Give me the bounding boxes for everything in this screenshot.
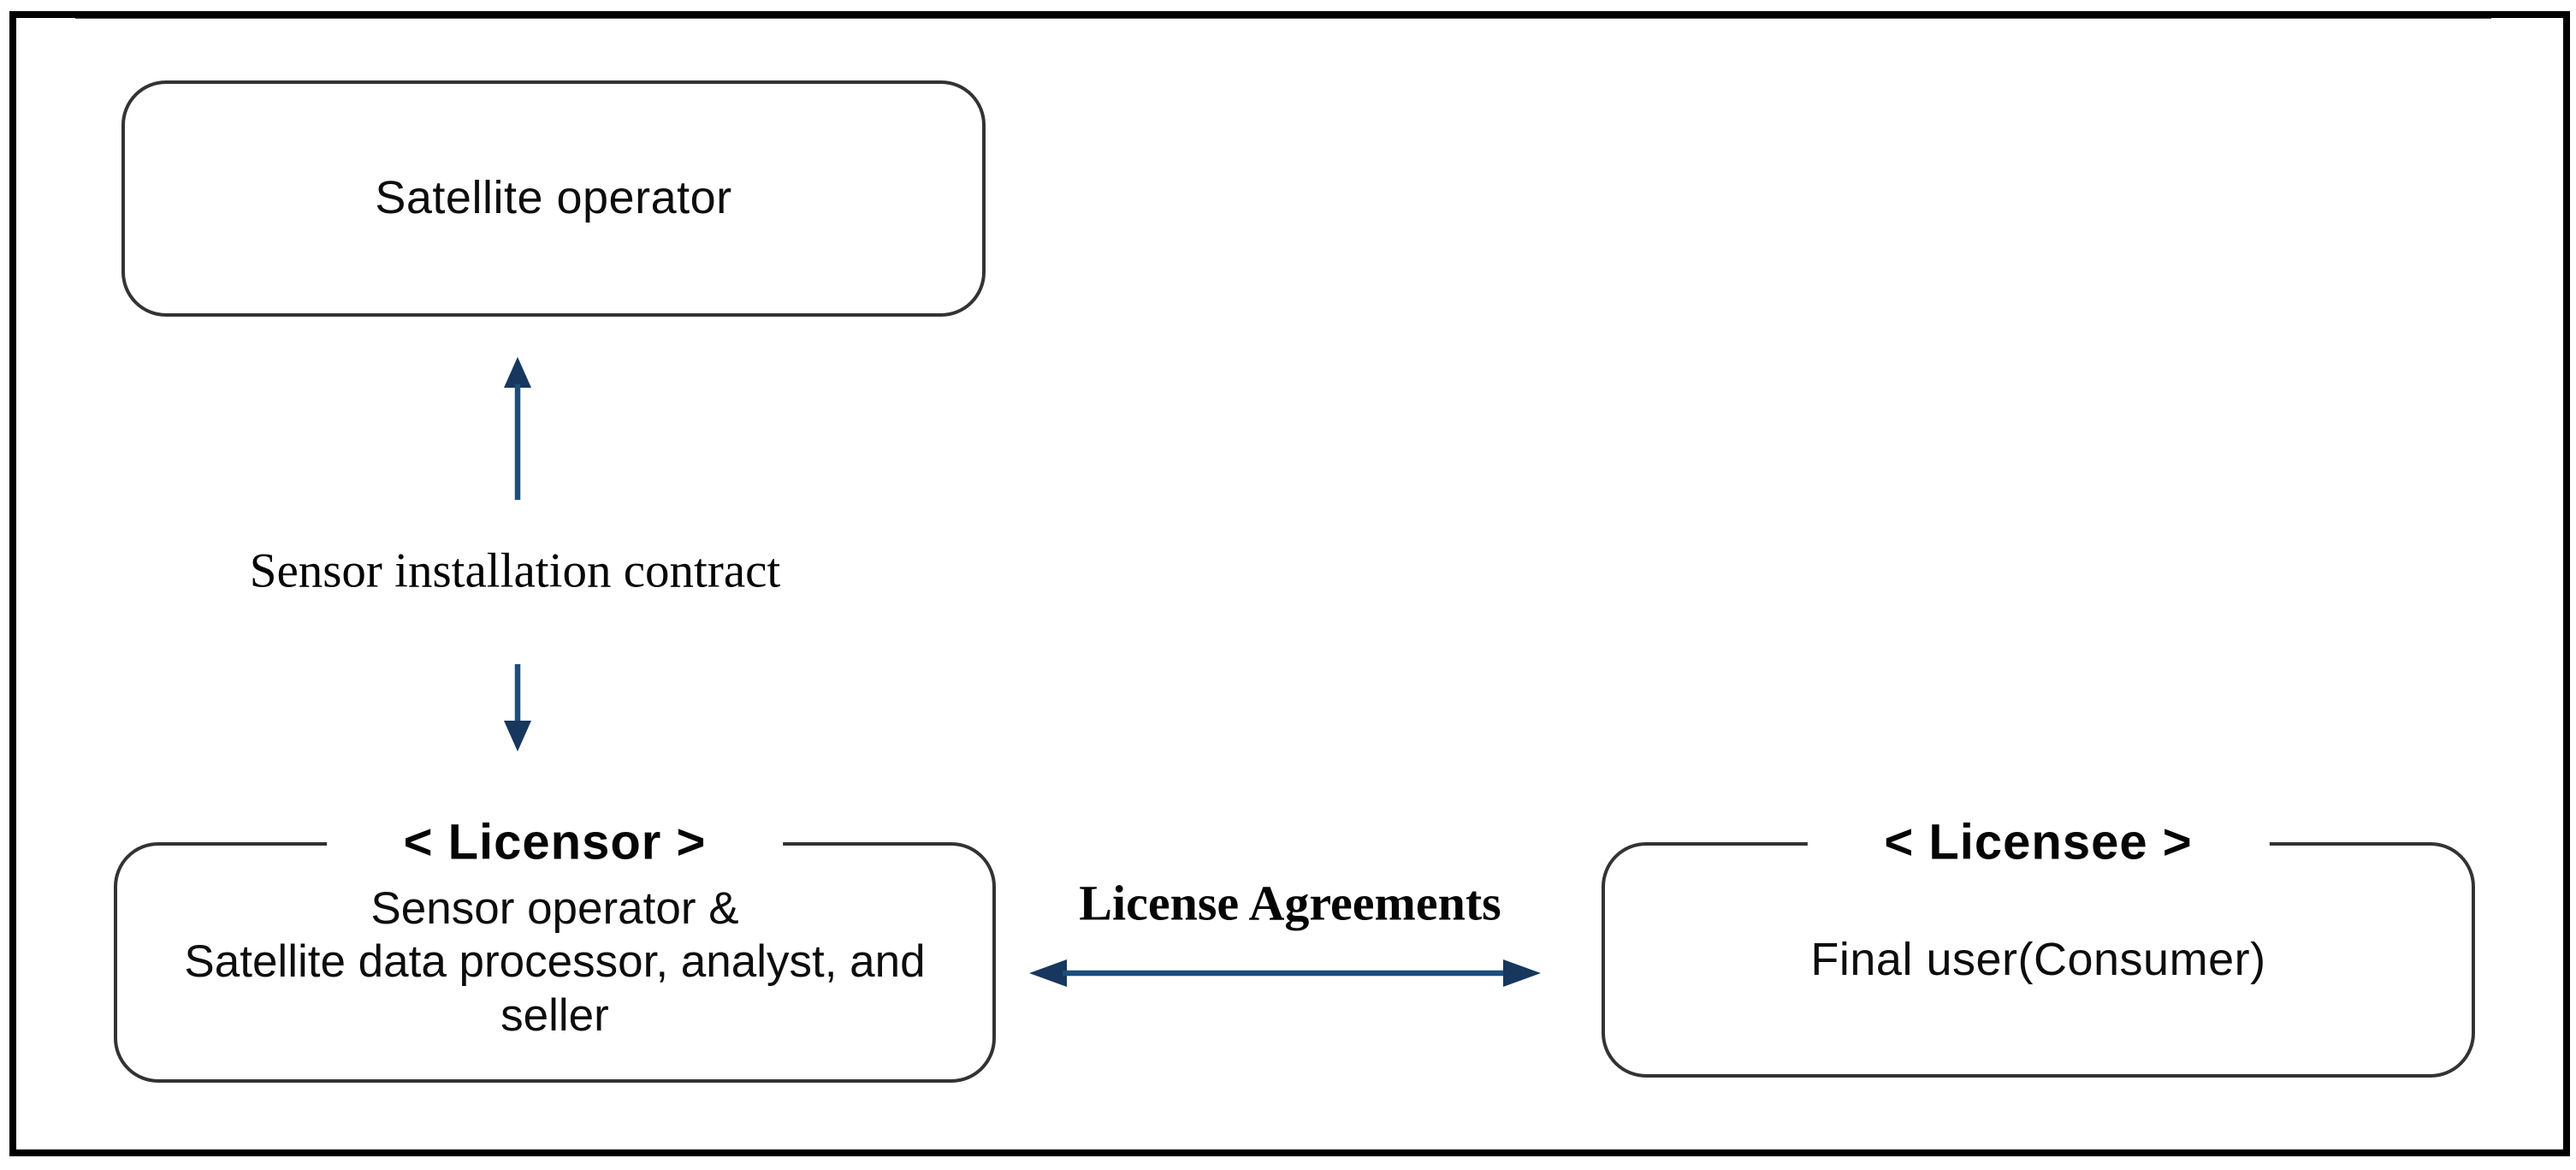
node-licensee: < Licensee > Final user(Consumer) <box>1602 813 2475 1078</box>
outer-frame <box>9 11 2570 1156</box>
licensor-description: Sensor operator & Satellite data process… <box>184 882 925 1043</box>
node-licensor: < Licensor > Sensor operator & Satellite… <box>114 813 996 1083</box>
licensee-label: Final user(Consumer) <box>1810 933 2266 985</box>
license-agreements-label: License Agreements <box>1070 870 1510 935</box>
node-satellite-operator: Satellite operator <box>121 80 986 317</box>
sensor-contract-label: Sensor installation contract <box>230 507 800 635</box>
licensor-role-label: < Licensor > <box>326 813 784 871</box>
licensor-line-1: Sensor operator & <box>370 882 739 934</box>
licensor-line-2: Satellite data processor, analyst, and <box>184 936 926 988</box>
licensor-line-3: seller <box>500 989 609 1041</box>
satellite-operator-label: Satellite operator <box>375 172 732 224</box>
licensee-role-label: < Licensee > <box>1807 813 2270 871</box>
